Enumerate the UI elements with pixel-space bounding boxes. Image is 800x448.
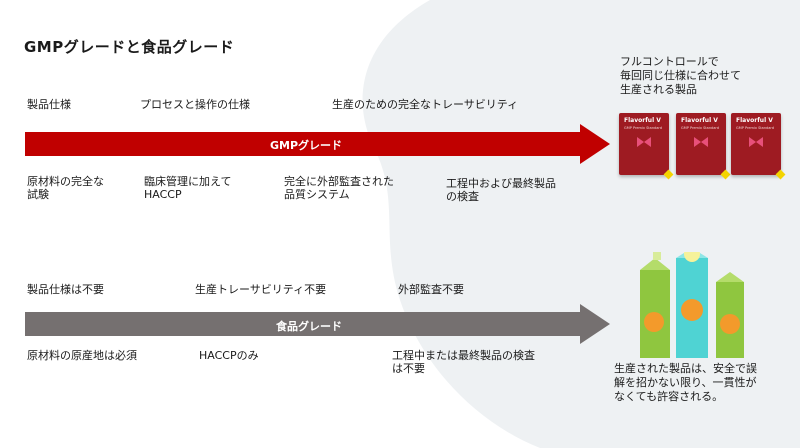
gmp-arrow-label: GMPグレード <box>270 139 343 152</box>
gmp-bottom-label-4: 工程中および最終製品 の検査 <box>446 177 556 203</box>
gmp-bottom-label-1: 原材料の完全な 試験 <box>27 175 104 201</box>
gmp-top-label-2: プロセスと操作の仕様 <box>140 98 250 111</box>
food-bottom-label-1: 原材料の原産地は必須 <box>27 349 137 362</box>
product-subtitle: GMP Premix Standard <box>736 126 775 130</box>
gmp-bottom-label-3: 完全に外部監査された 品質システム <box>284 175 394 201</box>
food-caption: 生産された製品は、安全で誤 解を招かない限り、一貫性が なくても許容される。 <box>614 362 757 403</box>
product-brand: Flavorful V <box>681 117 718 124</box>
food-cartons-illustration <box>640 252 744 358</box>
food-arrow-label: 食品グレード <box>276 320 342 333</box>
food-bottom-label-2: HACCPのみ <box>199 349 259 362</box>
food-arrow <box>25 304 610 344</box>
gmp-top-label-1: 製品仕様 <box>27 98 71 111</box>
page-title: GMPグレードと食品グレード <box>24 38 235 56</box>
gmp-bottom-label-2: 臨床管理に加えて HACCP <box>144 175 232 201</box>
gmp-caption: フルコントロールで 毎回同じ仕様に合わせて 生産される製品 <box>620 55 741 96</box>
gmp-top-label-3: 生産のための完全なトレーサビリティ <box>332 98 519 111</box>
gmp-product-box: Flavorful V GMP Premix Standard <box>676 113 731 180</box>
product-gem-icon <box>694 137 708 147</box>
food-top-label-3: 外部監査不要 <box>398 283 464 296</box>
gmp-product-box: Flavorful V GMP Premix Standard <box>731 113 786 180</box>
product-subtitle: GMP Premix Standard <box>624 126 663 130</box>
food-top-label-1: 製品仕様は不要 <box>27 283 104 296</box>
product-brand: Flavorful V <box>624 117 661 124</box>
product-gem-icon <box>749 137 763 147</box>
food-top-label-2: 生産トレーサビリティ不要 <box>195 283 327 296</box>
product-brand: Flavorful V <box>736 117 773 124</box>
gmp-arrow <box>25 124 610 164</box>
food-bottom-label-3: 工程中または最終製品の検査 は不要 <box>392 349 535 375</box>
product-subtitle: GMP Premix Standard <box>681 126 720 130</box>
product-gem-icon <box>637 137 651 147</box>
gmp-product-box: Flavorful V GMP Premix Standard <box>619 113 674 180</box>
